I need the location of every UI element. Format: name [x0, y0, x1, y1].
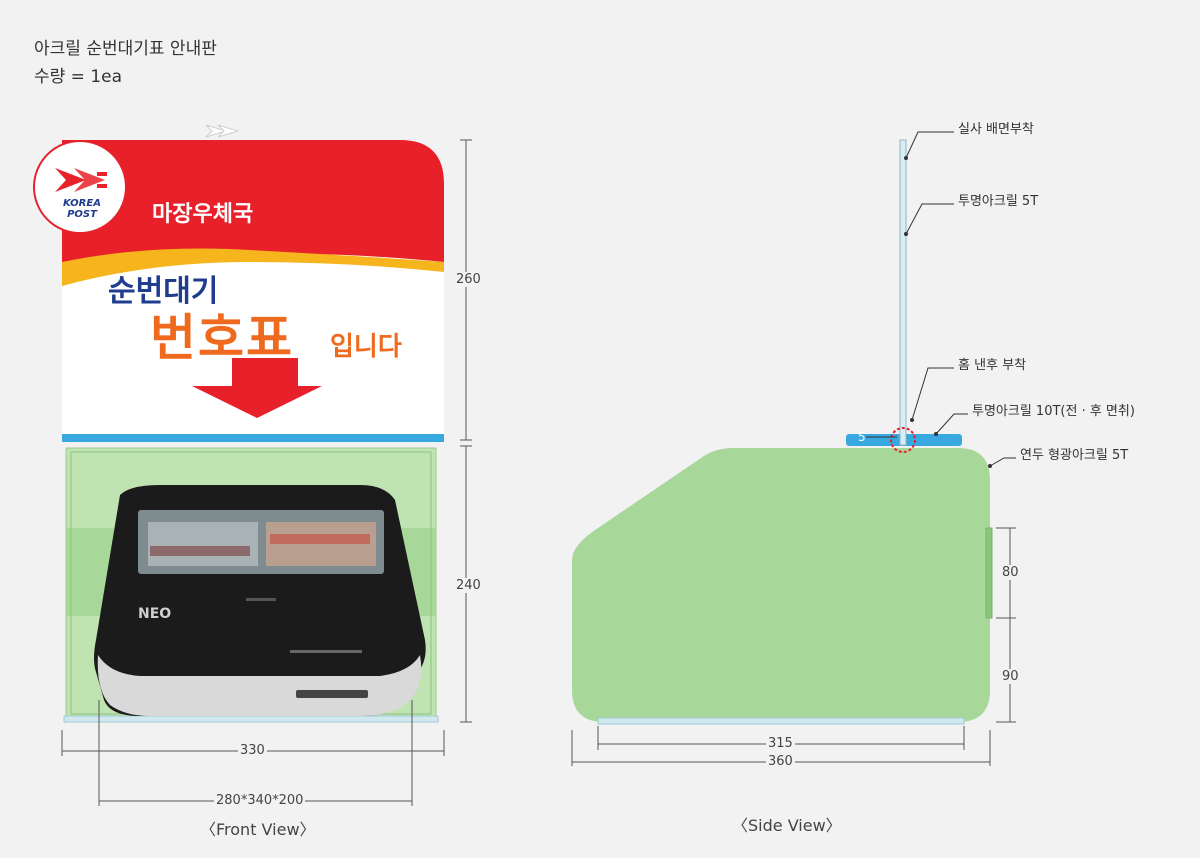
dim-inner-width: 315 — [766, 736, 795, 751]
office-name: 마장우체국 — [152, 202, 254, 227]
machine-brand: NEO — [138, 606, 172, 622]
side-base-plate — [597, 717, 965, 725]
sign-red-header — [62, 140, 444, 278]
side-right-slot — [985, 527, 993, 619]
small-post-logo-icon — [205, 124, 240, 138]
sign-line2-big: 번호표 — [150, 309, 294, 367]
logo-text: KOREA POST — [63, 198, 101, 220]
front-base-plate — [63, 715, 439, 723]
note-clear-acrylic-5t: 투명아크릴 5T — [958, 194, 1039, 209]
note-print-back: 실사 배면부착 — [958, 122, 1034, 137]
dim-thickness: 5 — [858, 430, 866, 444]
dim-machine-size: 280*340*200 — [214, 793, 306, 808]
sign-line1: 순번대기 — [108, 274, 219, 309]
dim-front-width: 330 — [238, 743, 267, 758]
ticket-machine — [94, 485, 426, 716]
quantity-label: 수량 = 1ea — [34, 67, 123, 87]
caption-front-view: 〈Front View〉 — [200, 820, 316, 839]
sign-blue-edge — [62, 434, 444, 442]
side-green-body — [572, 448, 990, 722]
down-arrow-icon — [192, 358, 322, 418]
dim-height-top: 260 — [454, 272, 483, 287]
note-groove-attach: 홈 낸후 부착 — [958, 358, 1027, 373]
groove-highlight-circle — [890, 427, 916, 453]
dim-bottom-gap: 90 — [1000, 669, 1021, 684]
sign-line2-small: 입니다 — [330, 332, 402, 362]
dim-slot-height: 80 — [1000, 565, 1021, 580]
sign-yellow-swoosh — [62, 248, 444, 286]
note-green-acrylic-5t: 연두 형광아크릴 5T — [1020, 448, 1129, 463]
dim-height-bottom: 240 — [454, 578, 483, 593]
side-acrylic-pole — [899, 139, 907, 446]
dim-side-width: 360 — [766, 754, 795, 769]
page-title: 아크릴 순번대기표 안내판 — [34, 39, 217, 59]
note-clear-acrylic-10t: 투명아크릴 10T(전 · 후 면취) — [972, 404, 1135, 419]
caption-side-view: 〈Side View〉 — [732, 816, 842, 835]
